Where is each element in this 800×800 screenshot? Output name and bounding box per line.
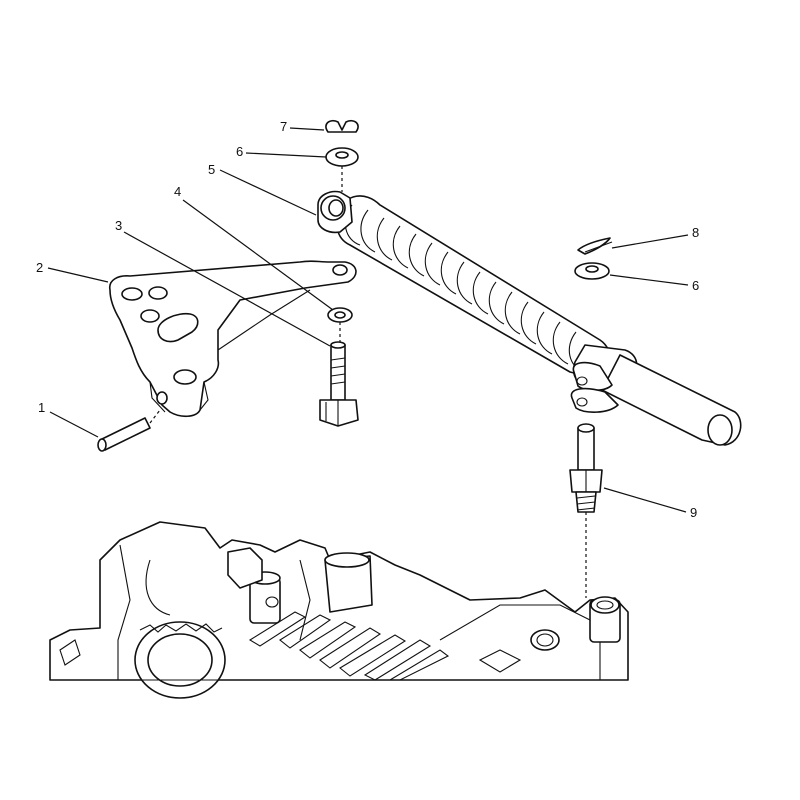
- e-clip: [325, 119, 359, 133]
- callout-2: 2: [36, 260, 43, 275]
- callout-4: 4: [174, 184, 181, 199]
- leader-3: [123, 231, 331, 347]
- stud: [319, 341, 359, 427]
- callout-9: 9: [690, 505, 697, 520]
- roll-pin: [97, 409, 161, 452]
- leader-6a: [245, 152, 327, 158]
- leader-8: [611, 234, 689, 249]
- leader-2: [47, 267, 109, 283]
- callout-1: 1: [38, 400, 45, 415]
- bracket: [108, 260, 357, 418]
- leader-6b: [609, 274, 689, 286]
- cotter-pin: [577, 237, 613, 255]
- callout-3: 3: [115, 218, 122, 233]
- leader-4: [182, 199, 334, 311]
- spring-cylinder: [317, 190, 742, 446]
- leader-7: [289, 127, 325, 131]
- leader-9: [603, 487, 687, 513]
- ball-stud: [569, 423, 603, 598]
- callout-6-upper: 6: [236, 144, 243, 159]
- washer-4: [327, 307, 353, 342]
- leader-1: [49, 411, 99, 438]
- washer-6-right: [574, 262, 610, 280]
- washer-6-upper: [325, 147, 359, 192]
- leader-5: [219, 169, 317, 216]
- callout-7: 7: [280, 119, 287, 134]
- callouts: 1 2 3 4 5 6 6 7 8 9: [36, 119, 699, 520]
- engine-block: [49, 521, 629, 699]
- callout-8: 8: [692, 225, 699, 240]
- bellows-ridges: [344, 204, 585, 373]
- callout-6-right: 6: [692, 278, 699, 293]
- callout-5: 5: [208, 162, 215, 177]
